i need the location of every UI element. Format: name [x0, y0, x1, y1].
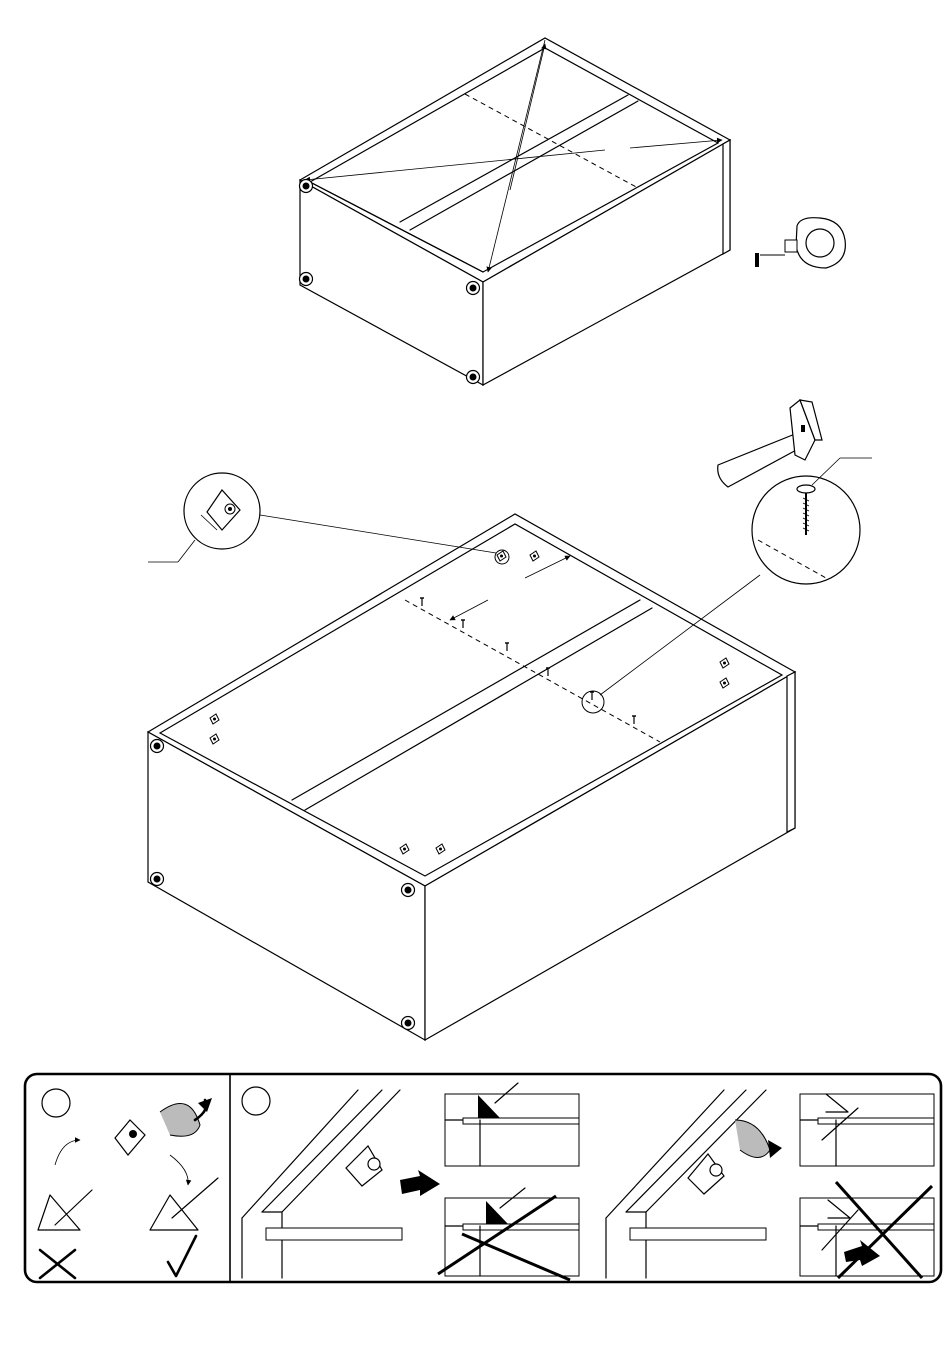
- bracket-detail-callout: [148, 473, 260, 562]
- bracket-instruction-panel: [25, 1074, 941, 1282]
- tape-measure-icon: [755, 218, 845, 268]
- cabinet-back-fixing: [148, 514, 795, 1040]
- nail-detail-callout: [752, 458, 872, 584]
- step-marker-a: [42, 1089, 70, 1117]
- step-marker-b: [242, 1087, 270, 1115]
- hammer-icon: [718, 400, 822, 487]
- cabinet-diagonal-measure: [300, 38, 731, 385]
